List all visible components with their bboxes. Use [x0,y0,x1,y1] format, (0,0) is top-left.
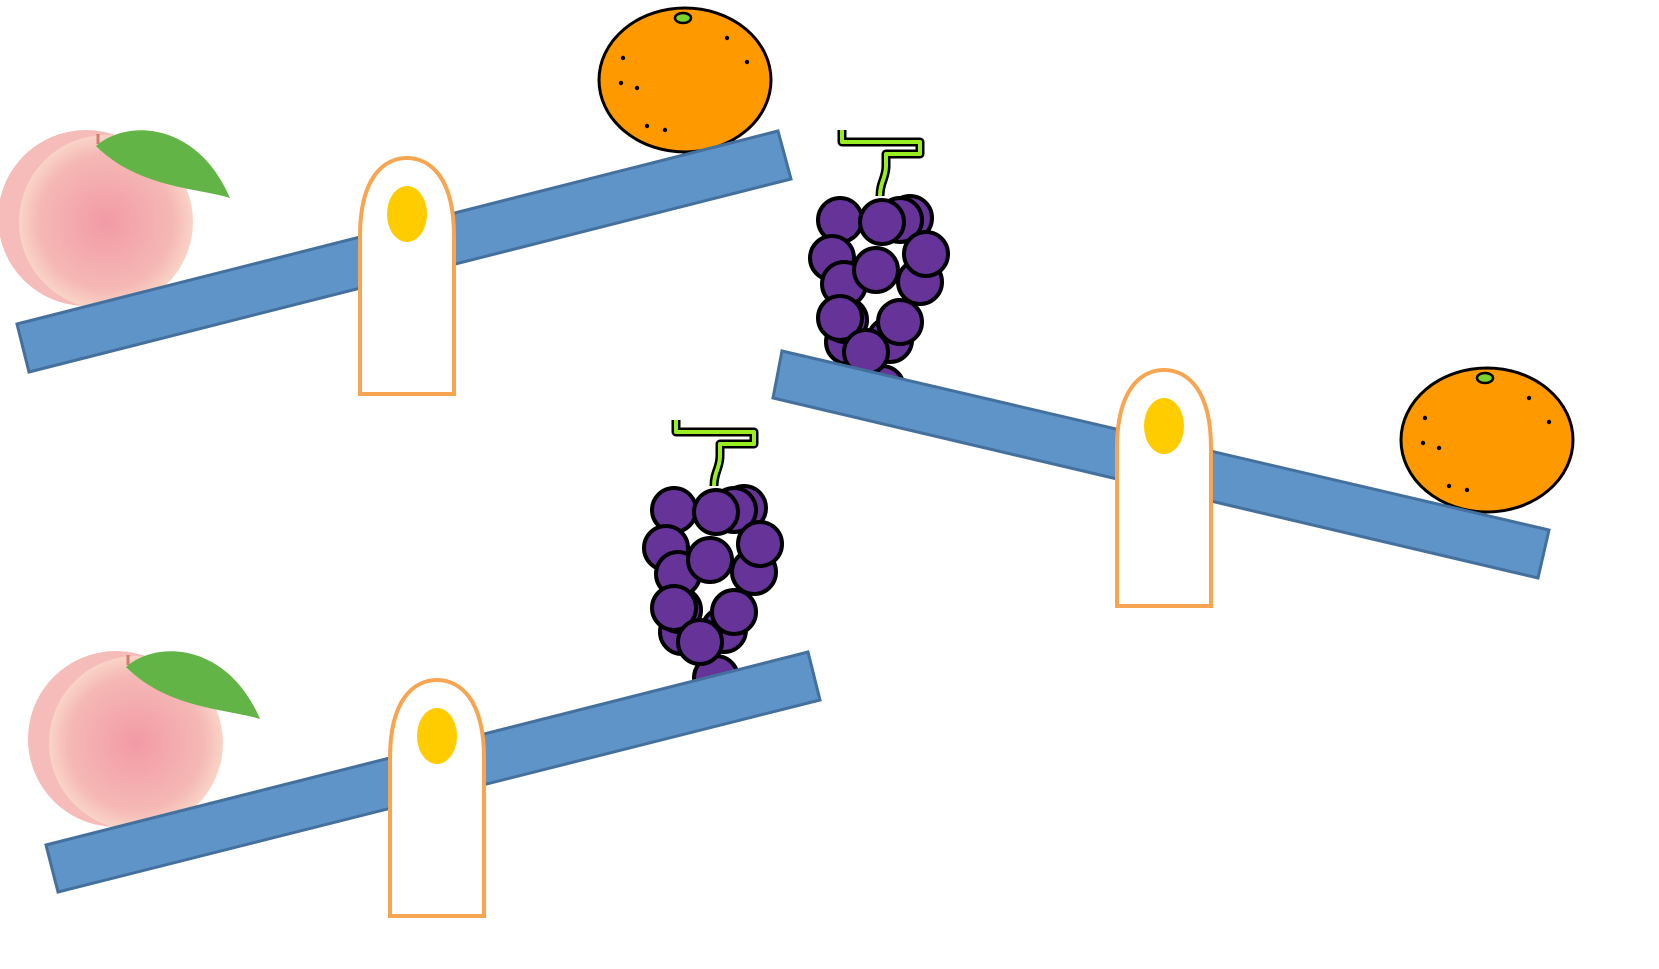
fulcrum-3 [388,678,486,918]
fulcrum-1 [358,156,456,396]
orange-right-2 [1399,366,1575,514]
grapes-right-3 [644,420,782,700]
seesaw-2 [771,130,1575,608]
seesaw-3 [26,420,822,918]
seesaw-1 [0,6,793,396]
orange-right-1 [597,6,773,154]
fulcrum-2 [1115,368,1213,608]
